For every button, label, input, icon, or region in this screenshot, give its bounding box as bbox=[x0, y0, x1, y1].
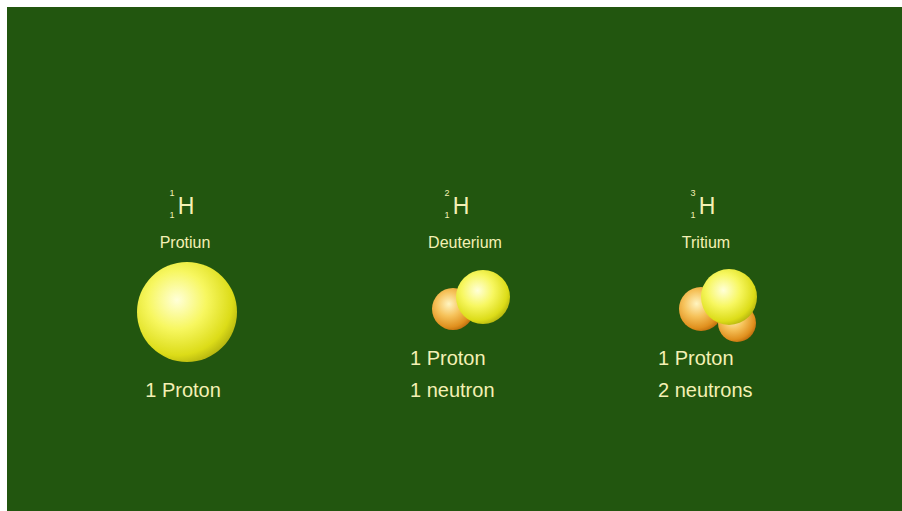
isotope-name: Tritium bbox=[682, 235, 730, 251]
particle-count: 1 Proton bbox=[145, 380, 221, 400]
atomic-number: 1 bbox=[690, 211, 695, 220]
element-symbol: H bbox=[699, 195, 716, 218]
atomic-number: 1 bbox=[444, 211, 449, 220]
proton-sphere bbox=[137, 262, 237, 362]
mass-number: 3 bbox=[690, 189, 695, 198]
element-symbol: H bbox=[453, 195, 470, 218]
isotope-name: Deuterium bbox=[428, 235, 502, 251]
mass-number: 2 bbox=[444, 189, 449, 198]
particle-count: 1 Proton bbox=[410, 348, 486, 368]
proton-sphere bbox=[701, 269, 757, 325]
background bbox=[7, 7, 902, 511]
mass-number: 1 bbox=[169, 189, 174, 198]
element-symbol: H bbox=[178, 195, 195, 218]
particle-count: 1 Proton bbox=[658, 348, 734, 368]
isotope-name: Protiun bbox=[160, 235, 211, 251]
atomic-number: 1 bbox=[169, 211, 174, 220]
particle-count: 2 neutrons bbox=[658, 380, 753, 400]
particle-count: 1 neutron bbox=[410, 380, 495, 400]
proton-sphere bbox=[456, 270, 510, 324]
